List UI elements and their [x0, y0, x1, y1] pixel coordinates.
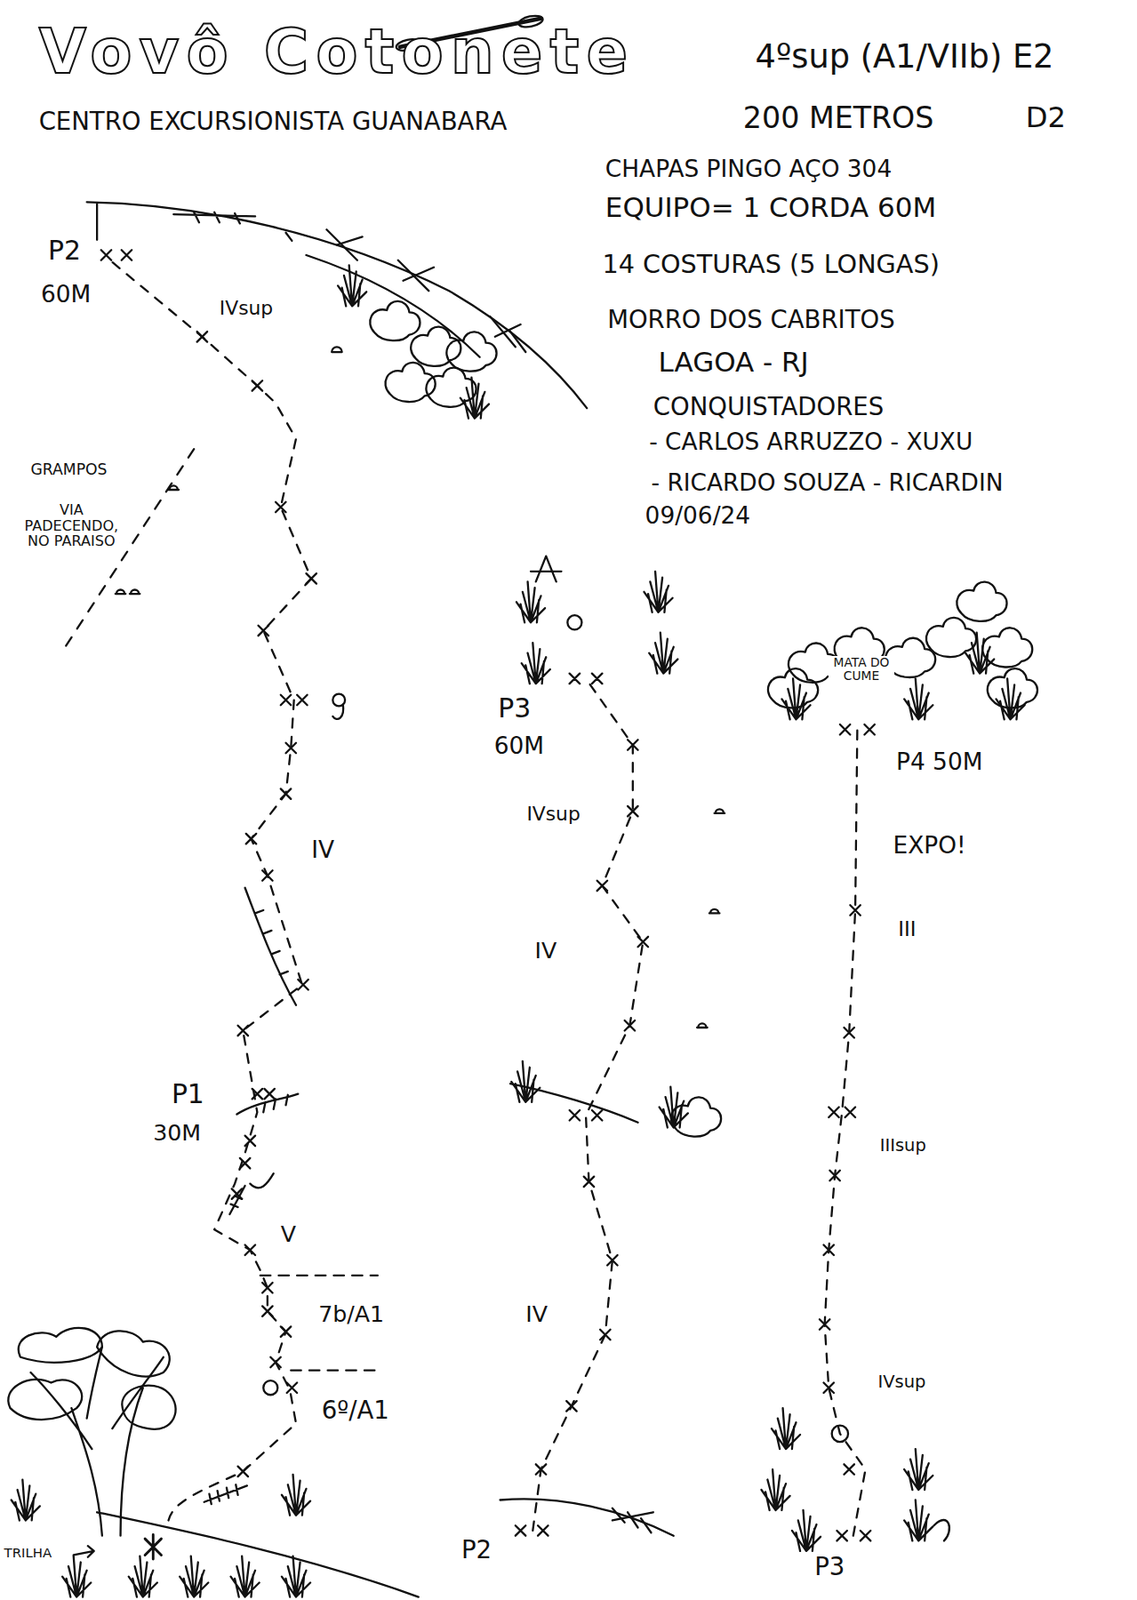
topo-label: MATA DO CUME	[828, 656, 894, 683]
topo-label: - RICARDO SOUZA - RICARDIN	[650, 469, 1003, 496]
topo-label: EQUIPO= 1 CORDA 60M	[605, 192, 937, 223]
topo-label: 09/06/24	[645, 502, 752, 529]
topo-label: P3	[814, 1553, 845, 1580]
topo-label: P2	[48, 236, 81, 266]
topo-label: IV	[311, 836, 335, 863]
topo-label: IVsup	[877, 1372, 926, 1392]
topo-label: IVsup	[526, 803, 580, 825]
topo-label: 30M	[152, 1120, 201, 1146]
topo-label: LAGOA - RJ	[658, 346, 809, 377]
topo-label: TRILHA	[4, 1545, 53, 1561]
topo-label: CONQUISTADORES	[653, 392, 884, 420]
topo-label: IV	[525, 1302, 548, 1328]
topo-label: 60M	[494, 732, 545, 759]
route-title: Vovô Cotonete	[39, 18, 636, 87]
topo-label: GRAMPOS	[30, 461, 107, 479]
topo-label: V	[280, 1222, 297, 1248]
topo-label: 6º/A1	[321, 1396, 390, 1424]
topo-label: P2	[461, 1536, 492, 1563]
topo-label: IVsup	[219, 297, 273, 320]
topo-label: P4 50M	[896, 748, 983, 775]
topo-label: 200 METROS	[743, 102, 935, 136]
topo-label: CHAPAS PINGO AÇO 304	[605, 155, 892, 182]
topo-label: MORRO DOS CABRITOS	[607, 305, 896, 333]
topo-label: D2	[1025, 102, 1066, 134]
topo-label: P1	[171, 1080, 205, 1110]
topo-label: VIA PADECENDO, NO PARAISO	[14, 502, 129, 550]
topo-label: 7b/A1	[318, 1302, 385, 1328]
topo-label: III	[897, 918, 916, 941]
topo-label: IV	[535, 938, 558, 964]
topo-label: 14 COSTURAS (5 LONGAS)	[601, 250, 940, 280]
topo-label: CENTRO EXCURSIONISTA GUANABARA	[39, 107, 508, 135]
topo-label: IIIsup	[880, 1136, 927, 1155]
topo-label: - CARLOS ARRUZZO - XUXU	[648, 428, 973, 455]
topo-label: 4ºsup (A1/VIIb) E2	[755, 39, 1055, 75]
topo-label: P3	[497, 694, 531, 724]
topo-label: EXPO!	[893, 832, 967, 858]
topo-label: 60M	[40, 280, 91, 307]
